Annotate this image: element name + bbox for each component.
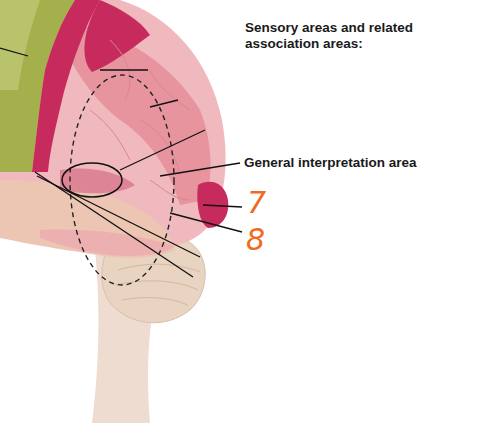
callout-number: 8 <box>246 225 276 255</box>
area-label: General interpretation area <box>244 155 479 171</box>
callout-number: 7 <box>247 188 277 218</box>
heading: Sensory areas and related association ar… <box>245 20 445 52</box>
